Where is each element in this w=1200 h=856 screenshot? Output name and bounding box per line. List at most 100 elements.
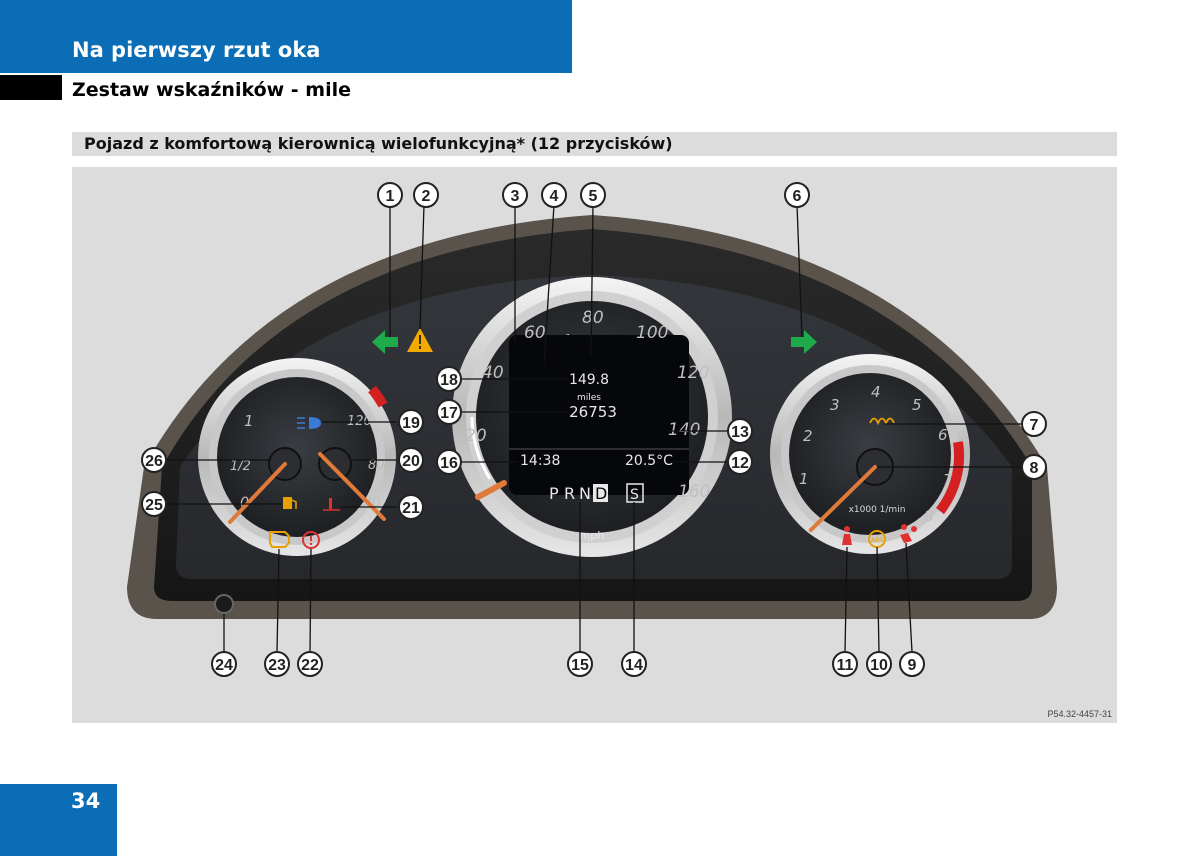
rpm-unit: x1000 1/min: [849, 505, 906, 515]
callout-26: 26: [141, 447, 167, 473]
header-band: [0, 0, 572, 73]
speed-scale-label: 80: [582, 308, 604, 328]
rpm-scale-label: 6: [938, 426, 948, 444]
callout-4: 4: [541, 182, 567, 208]
callout-24: 24: [211, 651, 237, 677]
svg-text:4: 4: [550, 188, 559, 205]
check-engine-icon: [269, 531, 290, 548]
callout-12: 12: [727, 449, 753, 475]
callout-15: 15: [567, 651, 593, 677]
info-bar-text: Pojazd z komfortową kierownicą wielofunk…: [84, 134, 673, 153]
coolant-temperature-icon: [323, 498, 340, 511]
temp-scale-label: 80: [368, 458, 385, 473]
instrument-cluster-svg: 1 1/2 0 120 80 40 20 40 60: [127, 182, 1112, 719]
svg-text:ABS: ABS: [871, 537, 883, 544]
callout-7: 7: [1021, 411, 1047, 437]
callout-leaders: [167, 204, 1022, 653]
svg-text:8: 8: [1030, 460, 1039, 477]
rpm-scale-label: 5: [912, 396, 922, 414]
temp-needle: [318, 452, 386, 521]
svg-text:11: 11: [837, 657, 854, 674]
rpm-scale-label: 8: [924, 507, 934, 525]
svg-text:20: 20: [402, 453, 420, 470]
odometer: 26753: [569, 403, 617, 421]
svg-text:3: 3: [511, 188, 520, 205]
seatbelt-icon: [842, 526, 852, 545]
speed-scale-label: 140: [668, 420, 700, 440]
speed-scale-label: 60: [524, 323, 546, 343]
svg-text:24: 24: [215, 657, 233, 674]
info-bar: Pojazd z komfortową kierownicą wielofunk…: [72, 132, 1117, 156]
callout-2: 2: [413, 182, 439, 208]
transmission-program: S: [630, 487, 639, 503]
rpm-scale-label: 1: [799, 470, 809, 488]
callout-21: 21: [398, 494, 424, 520]
callout-17: 17: [436, 399, 462, 425]
trip-value: 149.8: [569, 372, 609, 388]
svg-text:21: 21: [402, 500, 420, 517]
speed-scale-label: 120: [677, 363, 709, 383]
rpm-scale-label: 3: [830, 396, 840, 414]
svg-text:26: 26: [145, 453, 163, 470]
svg-text:13: 13: [731, 424, 749, 441]
svg-text:22: 22: [301, 657, 319, 674]
trip-unit: miles: [577, 393, 601, 403]
callout-9: 9: [899, 651, 925, 677]
fuel-needle: [228, 462, 287, 524]
reset-button-icon[interactable]: [214, 594, 234, 614]
svg-text:14: 14: [625, 657, 643, 674]
gear-indicator: R: [564, 484, 575, 503]
svg-text:10: 10: [870, 657, 888, 674]
svg-text:16: 16: [440, 455, 458, 472]
callout-14: 14: [621, 651, 647, 677]
speed-scale-label: 40: [482, 363, 504, 383]
active-gear: D: [595, 484, 607, 503]
svg-text:19: 19: [402, 415, 420, 432]
arrow-right-icon: [791, 330, 817, 354]
svg-text:18: 18: [440, 372, 458, 389]
fuel-pump-icon: [283, 497, 297, 509]
page-number-box: [0, 784, 117, 856]
warning-triangle-icon: [407, 328, 433, 352]
svg-text:1: 1: [386, 188, 395, 205]
gear-indicator: N: [579, 484, 591, 503]
svg-text:15: 15: [571, 657, 589, 674]
callout-19: 19: [398, 409, 424, 435]
svg-text:23: 23: [268, 657, 286, 674]
rpm-scale-label: 4: [871, 383, 881, 401]
rpm-scale-label: 7: [943, 471, 953, 489]
fuel-scale-label: 0: [240, 495, 249, 511]
section-marker: [0, 75, 62, 100]
instrument-cluster-figure: 1 1/2 0 120 80 40 20 40 60: [72, 167, 1117, 723]
callout-20: 20: [398, 447, 424, 473]
gear-indicator: P: [549, 484, 559, 503]
image-code: P54.32-4457-31: [1047, 709, 1112, 719]
callout-11: 11: [832, 651, 858, 677]
page-number: 34: [71, 789, 101, 813]
airbag-icon: [900, 524, 917, 543]
speed-unit: mph: [580, 529, 605, 542]
fuel-scale-label: 1: [244, 412, 254, 430]
glow-plug-icon: [869, 417, 895, 426]
svg-text:25: 25: [145, 497, 163, 514]
speedometer: [452, 277, 732, 557]
tachometer: [770, 354, 970, 554]
high-beam-icon: [297, 417, 321, 429]
fuel-scale-label: 1/2: [230, 459, 251, 474]
multifunction-display: [509, 335, 689, 495]
outside-temperature: 20.5°C: [625, 453, 673, 469]
speedometer-needle: [475, 480, 507, 500]
svg-text:17: 17: [440, 405, 458, 422]
svg-text:6: 6: [793, 188, 802, 205]
temp-needle-hub: [318, 447, 352, 481]
arrow-left-icon: [372, 330, 398, 354]
speed-scale-label: 100: [636, 323, 668, 343]
brake-warning-icon: [302, 531, 320, 549]
callout-1: 1: [377, 182, 403, 208]
callout-22: 22: [297, 651, 323, 677]
svg-text:9: 9: [908, 657, 917, 674]
section-title: Na pierwszy rzut oka: [72, 38, 321, 62]
active-gear-box: [593, 484, 608, 502]
callout-10: 10: [866, 651, 892, 677]
callout-25: 25: [141, 491, 167, 517]
